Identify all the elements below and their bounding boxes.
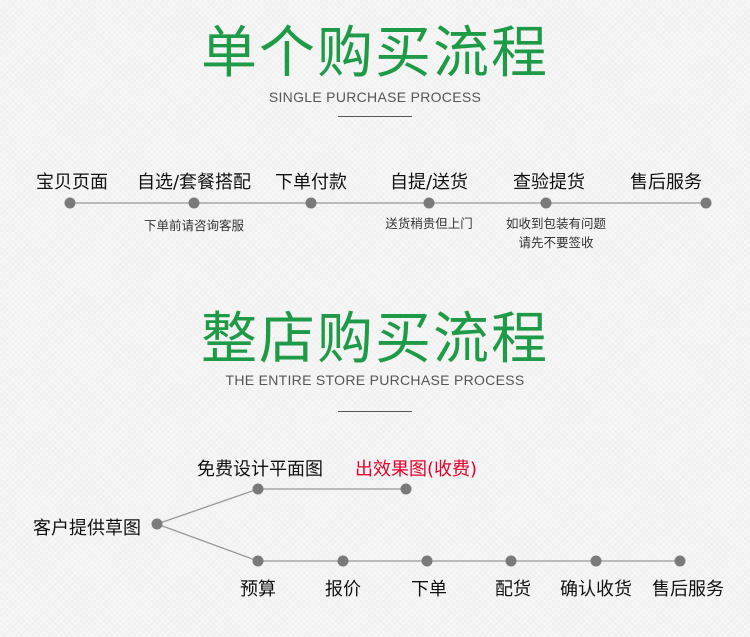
bottom-step-label-4: 配货: [495, 579, 531, 600]
single-step-label-1: 宝贝页面: [36, 172, 108, 193]
bottom-step-dot-6: [674, 555, 686, 567]
single-step-dot-1: [64, 197, 76, 209]
bottom-step-label-3: 下单: [411, 579, 447, 600]
single-step-label-5: 查验提货: [513, 172, 585, 193]
single-title-underline: [338, 116, 412, 117]
single-step-label-4: 自提/送货: [389, 172, 469, 193]
bottom-step-label-6: 售后服务: [652, 579, 724, 600]
bottom-step-label-2: 报价: [325, 579, 361, 600]
top-branch-dot-2: [400, 483, 412, 495]
store-title-underline: [338, 411, 412, 412]
bottom-step-dot-5: [590, 555, 602, 567]
single-step-dot-6: [700, 197, 712, 209]
store-purchase-title: 整店购买流程: [201, 307, 549, 372]
start-dot: [151, 518, 163, 530]
top-branch-label-2: 出效果图(收费): [354, 459, 478, 480]
bottom-step-dot-3: [421, 555, 433, 567]
branch-line-up: [156, 488, 259, 525]
single-step-label-2: 自选/套餐搭配: [136, 172, 252, 193]
single-step-label-6: 售后服务: [630, 172, 702, 193]
single-step-dot-2: [188, 197, 200, 209]
single-note-inspect-line-1: 如收到包装有问题: [505, 216, 607, 231]
single-note-consult: 下单前请咨询客服: [143, 218, 245, 233]
single-purchase-subtitle: SINGLE PURCHASE PROCESS: [268, 89, 482, 105]
top-branch-label-1: 免费设计平面图: [197, 459, 323, 480]
store-purchase-subtitle: THE ENTIRE STORE PURCHASE PROCESS: [225, 372, 525, 388]
branch-line-down: [156, 523, 259, 562]
single-step-label-3: 下单付款: [275, 172, 347, 193]
single-step-dot-5: [540, 197, 552, 209]
bottom-step-dot-2: [337, 555, 349, 567]
bottom-step-label-5: 确认收货: [560, 579, 632, 600]
bottom-step-dot-1: [252, 555, 264, 567]
single-step-dot-3: [305, 197, 317, 209]
single-note-delivery: 送货稍贵但上门: [385, 216, 473, 231]
single-step-dot-4: [423, 197, 435, 209]
single-note-inspect: 如收到包装有问题 请先不要签收: [506, 214, 606, 252]
top-branch-dot-1: [252, 483, 264, 495]
single-purchase-title: 单个购买流程: [201, 21, 549, 86]
bottom-step-label-1: 预算: [240, 579, 276, 600]
single-note-inspect-line-2: 请先不要签收: [518, 235, 594, 250]
store-start-label: 客户提供草图: [33, 518, 141, 539]
bottom-step-dot-4: [505, 555, 517, 567]
